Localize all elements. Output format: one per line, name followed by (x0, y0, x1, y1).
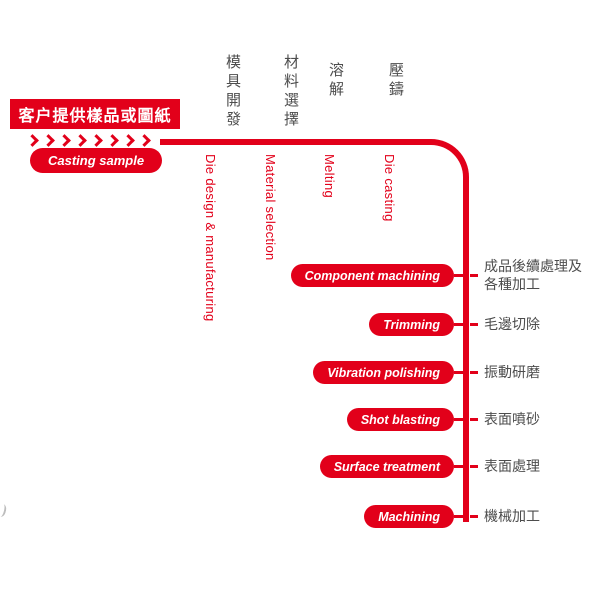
chevron-right-icon (58, 134, 71, 147)
label-text: 表面處理 (484, 458, 540, 474)
chevron-right-icon (106, 134, 119, 147)
stage-die-casting-label-zh: 壓鑄 (387, 62, 404, 100)
stage-material-selection-label-en: Material selection (263, 154, 278, 261)
connector-tick (454, 274, 463, 277)
customer-banner: 客户提供樣品或圖紙 (10, 99, 180, 129)
chevron-right-icon (90, 134, 103, 147)
stage-material-selection-label-zh: 材料選擇 (282, 54, 299, 130)
stage-die-casting-label-en: Die casting (382, 154, 397, 222)
chevron-right-icon (122, 134, 135, 147)
label-text: 毛邊切除 (484, 316, 540, 332)
connector-tick (454, 465, 463, 468)
edge-artifact (0, 503, 8, 518)
shot-blasting-label-zh: 表面噴砂 (470, 410, 540, 428)
stage-die-design-label-zh: 模具開發 (224, 54, 241, 130)
casting-sample-pill: Casting sample (30, 148, 163, 173)
machining-pill: Machining (364, 505, 454, 528)
machining-label-zh: 機械加工 (470, 507, 540, 525)
stage-shot-blasting: Shot blasting (346, 408, 463, 431)
connector-tick (454, 515, 463, 518)
vibration-polishing-pill: Vibration polishing (313, 361, 454, 384)
shot-blasting-pill: Shot blasting (346, 408, 454, 431)
chevron-arrows-icon (26, 134, 151, 147)
label-text: 機械加工 (484, 508, 540, 524)
chevron-right-icon (26, 134, 39, 147)
connector-tick (454, 323, 463, 326)
stage-die-design-label-en: Die design & manufacturing (203, 154, 218, 322)
surface-treatment-pill: Surface treatment (319, 455, 454, 478)
stage-melting-label-en: Melting (322, 154, 337, 199)
trimming-label-zh: 毛邊切除 (470, 315, 540, 333)
chevron-right-icon (138, 134, 151, 147)
label-text: 表面噴砂 (484, 411, 540, 427)
component-machining-label-zh: 成品後續處理及 各種加工 (470, 257, 582, 293)
chevron-right-icon (74, 134, 87, 147)
vibration-polishing-label-zh: 振動研磨 (470, 363, 540, 381)
chevron-right-icon (42, 134, 55, 147)
component-machining-pill: Component machining (290, 264, 454, 287)
stage-machining: Machining (364, 505, 463, 528)
stage-vibration-polishing: Vibration polishing (313, 361, 463, 384)
stage-component-machining: Component machining (290, 264, 463, 287)
label-text: 振動研磨 (484, 364, 540, 380)
connector-tick (454, 418, 463, 421)
flow-line (160, 139, 469, 522)
stage-surface-treatment: Surface treatment (319, 455, 463, 478)
trimming-pill: Trimming (369, 313, 454, 336)
label-text: 成品後續處理及 各種加工 (484, 258, 582, 292)
surface-treatment-label-zh: 表面處理 (470, 457, 540, 475)
stage-melting-label-zh: 溶解 (327, 62, 344, 100)
connector-tick (454, 371, 463, 374)
stage-trimming: Trimming (369, 313, 463, 336)
